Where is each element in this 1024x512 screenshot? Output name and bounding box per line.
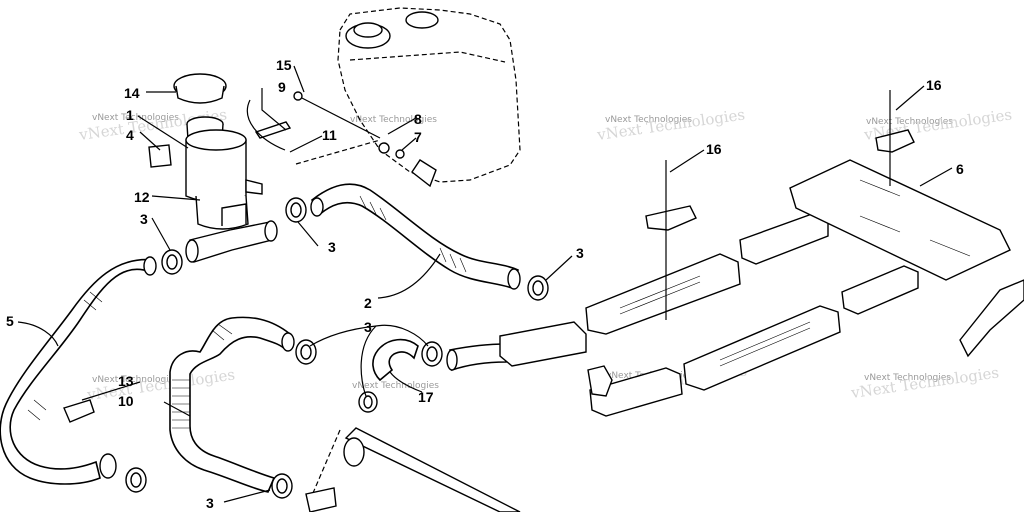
clamp-1 [161,249,183,275]
clamp-8 [358,391,378,413]
callout-3b: 3 [328,239,336,255]
exchanger-a [499,321,587,367]
exchanger-c [589,367,683,417]
watermark-5-shadow: vNext Technologies [85,365,236,404]
callout-4: 4 [126,127,134,143]
callout-7: 7 [414,129,422,145]
callout-6: 6 [956,161,964,177]
clamp-3 [527,275,549,301]
watermark-8-shadow: vNext Technologies [849,363,1000,402]
callout-3d: 3 [364,319,372,335]
callout-3e: 3 [206,495,214,511]
callout-14: 14 [124,85,140,101]
decal [148,144,172,168]
clamp-7 [271,473,293,499]
watermark-3-shadow: vNext Technologies [595,105,746,144]
callout-3c: 3 [576,245,584,261]
clamp-6 [125,467,147,493]
elbow-fitting [587,365,613,397]
heat-exchangers [499,159,1024,417]
clamp-2 [285,197,307,223]
callout-16a: 16 [706,141,722,157]
leader-lines [17,65,953,503]
clamp-13 [63,399,95,423]
callout-3a: 3 [140,211,148,227]
decal-16b [875,129,915,153]
exchanger-b [585,253,741,335]
decal-16a [645,205,697,231]
decals-16 [645,90,915,320]
callout-16b: 16 [926,77,942,93]
callout-11: 11 [322,127,337,143]
watermark-6: vNext Technologies [352,381,439,391]
watermark-1: vNext Technologies [92,113,179,123]
coolant-tank [337,7,521,188]
callout-17: 17 [418,389,434,405]
callout-8: 8 [414,111,422,127]
callout-9: 9 [278,79,286,95]
callout-1: 1 [126,107,134,123]
hose-10 [169,316,295,493]
watermark-2: vNext Technologies [350,115,437,125]
callout-12: 12 [134,189,150,205]
exchanger-e [739,213,829,265]
callouts: 14 1 4 12 3 5 15 9 8 7 11 3 2 3 3 13 10 … [6,57,964,511]
exchanger-g [789,159,1011,281]
callout-13: 13 [118,373,134,389]
callout-10: 10 [118,393,134,409]
watermark-4: vNext Technologies [866,117,953,127]
callout-2: 2 [364,295,372,311]
watermark-8: vNext Technologies [864,373,951,383]
exchanger-bracket [959,279,1024,358]
t-fitting [185,203,278,263]
exchanger-f [841,265,919,315]
fasteners [293,91,405,165]
watermark-5: vNext Technologies [92,375,179,385]
hose-center [446,343,507,372]
clamp-5 [421,341,443,367]
callout-5: 5 [6,313,14,329]
callout-15: 15 [276,57,292,73]
filler-neck-assembly [148,73,292,230]
frame-bar [305,427,521,512]
hose-clamps [63,197,549,499]
hose-17 [372,338,419,382]
watermark-3: vNext Technologies [605,115,692,125]
hose-5 [0,256,157,485]
hose-2 [310,183,521,290]
